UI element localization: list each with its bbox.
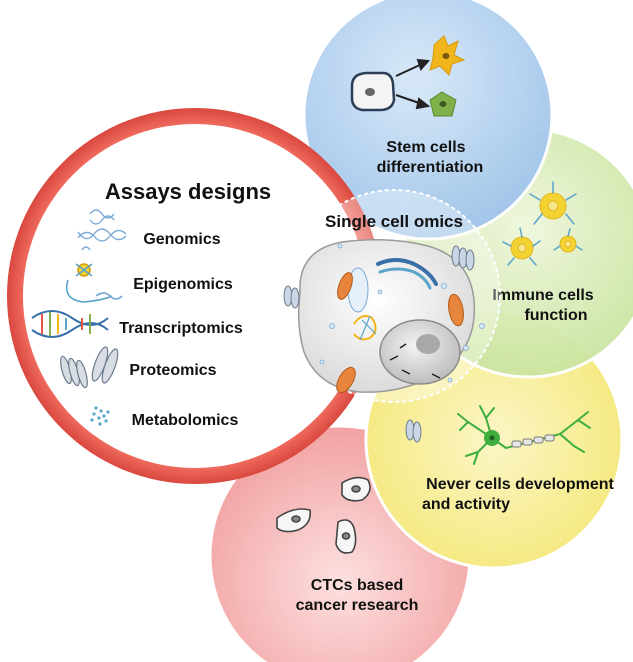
metabolite-icon bbox=[90, 406, 110, 426]
rna-dna-icon bbox=[31, 310, 109, 338]
assay-item-transcriptomics: Transcriptomics bbox=[119, 320, 243, 337]
assay-item-epigenomics: Epigenomics bbox=[133, 276, 233, 293]
assay-item-proteomics: Proteomics bbox=[129, 362, 216, 379]
differentiated-cell-icon bbox=[429, 35, 466, 117]
center-title: Single cell omics bbox=[325, 212, 463, 231]
assay-item-metabolomics: Metabolomics bbox=[132, 412, 239, 429]
cell-icon bbox=[283, 239, 485, 443]
assays-designs-circle: Assays designs bbox=[7, 108, 383, 484]
ctc-label-line2: cancer research bbox=[296, 597, 419, 614]
neuron-icon bbox=[457, 405, 591, 465]
stem-cell-icon bbox=[350, 71, 396, 112]
immune-cell-dendrites-icon bbox=[502, 181, 583, 266]
stem-application-circle: Stem cells differentiation bbox=[302, 0, 554, 241]
protein-icon bbox=[60, 346, 119, 389]
immune-label-line1: Immune cells bbox=[492, 287, 593, 304]
single-cell-omics-hub: Single cell omics bbox=[283, 189, 501, 443]
stem-label-line1: Stem cells bbox=[386, 139, 465, 156]
assay-item-genomics: Genomics bbox=[143, 231, 220, 248]
assays-title: Assays designs bbox=[105, 179, 271, 204]
ctc-label-line1: CTCs based bbox=[311, 577, 403, 594]
dna-helix-icon bbox=[77, 209, 127, 251]
stem-label-line2: differentiation bbox=[377, 159, 484, 176]
nerve-label-line2: and activity bbox=[422, 496, 510, 513]
immune-label-line2: function bbox=[524, 307, 587, 324]
chromatin-icon bbox=[65, 263, 123, 303]
nerve-label-line1: Never cells development bbox=[426, 476, 614, 493]
tumor-cell-icon bbox=[276, 476, 371, 554]
arrow-icon bbox=[395, 58, 431, 110]
